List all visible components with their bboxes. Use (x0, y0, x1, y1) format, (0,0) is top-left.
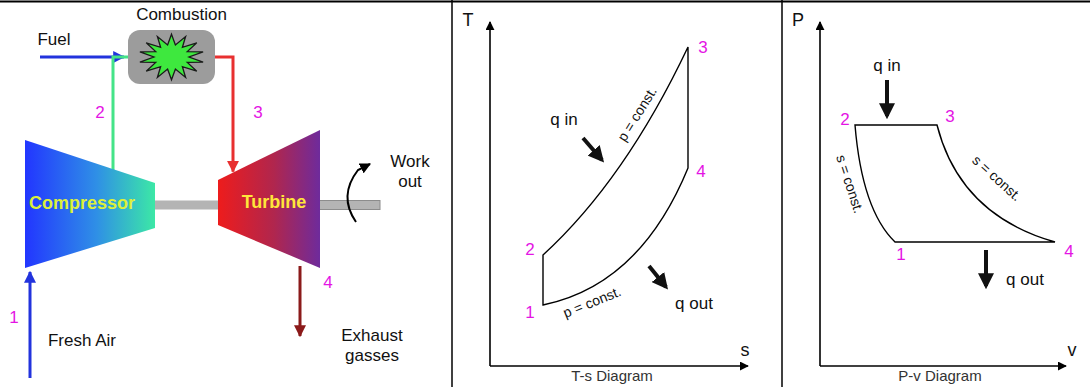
flame-burst (140, 34, 203, 80)
panel-divider (781, 0, 783, 387)
axis (490, 365, 748, 367)
heat-label: q out (1006, 270, 1044, 290)
input-label: Fuel (37, 30, 70, 50)
component-heading: Combustion (136, 6, 227, 25)
heat-in-arrow (885, 80, 889, 116)
process-label: p = const. (561, 283, 624, 321)
cycle-curve (543, 47, 688, 305)
compressor-shape: Compressor (25, 140, 155, 268)
state-number: 1 (525, 303, 534, 323)
machine-body (218, 130, 320, 268)
machine-body (25, 140, 155, 268)
axis-label: s (741, 340, 750, 361)
state-number: 2 (95, 103, 104, 123)
axis (489, 22, 491, 366)
panel-border (0, 1, 1090, 3)
axis-label: T (463, 10, 474, 31)
cycle-curve (855, 125, 1055, 242)
axis-label: P (792, 10, 804, 31)
heat-label: q in (873, 56, 900, 76)
heat-out-arrow (649, 266, 666, 287)
input-label: Fresh Air (48, 331, 116, 351)
output-label: Work out (384, 152, 436, 191)
combustion-chamber: Combustion (128, 30, 215, 84)
air-inlet-arrow (29, 272, 32, 378)
shape-outline (128, 30, 215, 84)
shaft (154, 201, 219, 210)
axis (819, 22, 821, 366)
panel-title: T-s Diagram (571, 367, 653, 384)
component-name: Compressor (29, 194, 135, 214)
process-label: s = const. (833, 153, 867, 215)
state-number: 1 (896, 245, 905, 265)
heat-in-arrow (583, 138, 602, 160)
state-number: 4 (696, 162, 705, 182)
turbine-shape: Turbine (218, 130, 320, 268)
heat-out-arrow (984, 250, 988, 286)
axis-label: v (1068, 340, 1077, 361)
state-number: 3 (253, 103, 262, 123)
compressed-air-line (113, 57, 128, 171)
panel-divider (451, 0, 453, 387)
state-number: 4 (323, 273, 332, 293)
rotation-arrow (347, 164, 370, 222)
axis (820, 365, 1066, 367)
state-number: 2 (525, 240, 534, 260)
state-number: 4 (1064, 242, 1073, 262)
fuel-arrow (40, 56, 124, 59)
state-number: 3 (945, 107, 954, 127)
process-label: s = const. (969, 152, 1025, 204)
chamber-box (128, 30, 215, 84)
output-label: Exhaust gasses (333, 326, 411, 365)
component-name: Turbine (242, 193, 307, 213)
state-number: 3 (698, 38, 707, 58)
heat-label: q out (675, 294, 713, 314)
state-number: 2 (840, 110, 849, 130)
exhaust-arrow (299, 266, 302, 336)
panel-title: P-v Diagram (898, 367, 981, 384)
heat-label: q in (550, 110, 577, 130)
state-number: 1 (9, 308, 18, 328)
hot-gas-line (215, 57, 233, 172)
